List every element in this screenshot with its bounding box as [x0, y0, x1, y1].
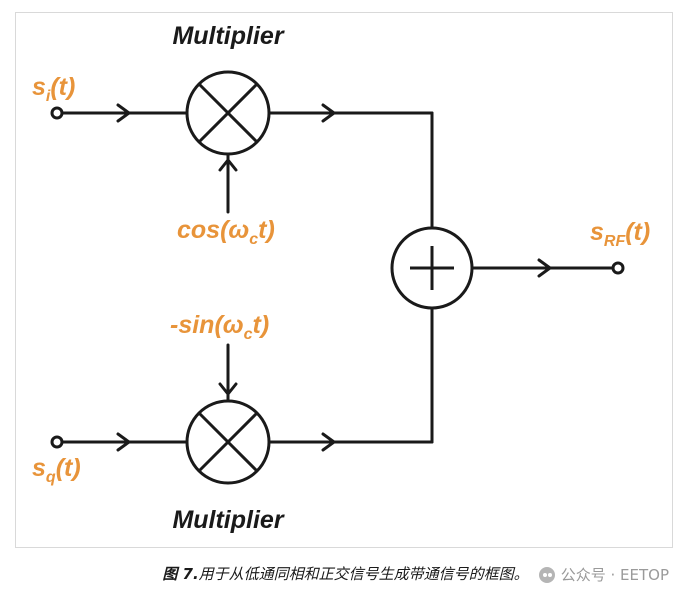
watermark-text: 公众号 · EETOP	[560, 566, 669, 584]
block-diagram: Multiplier Multiplier si(t) sq(t) cos(ωc…	[32, 22, 650, 534]
sq-input-terminal	[50, 435, 64, 449]
arrow-icon	[218, 382, 238, 396]
sin-label: -sin(ωct)	[170, 311, 269, 343]
multiplier-top-label: Multiplier	[172, 22, 284, 50]
watermark: 公众号 · EETOP	[538, 564, 669, 585]
arrow-icon	[537, 258, 552, 278]
sq-label: sq(t)	[32, 454, 81, 486]
top-multiplier	[185, 70, 271, 156]
wechat-icon	[538, 566, 555, 583]
cos-label: cos(ωct)	[177, 216, 275, 248]
srf-output-terminal	[611, 261, 625, 275]
arrow-icon	[116, 103, 131, 123]
arrow-icon	[321, 432, 336, 452]
caption-text: 用于从低通同相和正交信号生成带通信号的框图。	[198, 565, 529, 583]
figure-frame	[15, 12, 673, 548]
figure-number: 图 7.	[162, 565, 199, 583]
si-input-terminal	[50, 106, 64, 120]
arrow-icon	[116, 432, 131, 452]
arrow-icon	[218, 158, 238, 172]
srf-label: sRF(t)	[590, 218, 650, 250]
arrow-icon	[321, 103, 336, 123]
adder	[390, 226, 474, 310]
si-label: si(t)	[32, 73, 75, 105]
bottom-multiplier	[185, 399, 271, 485]
figure-caption: 图 7.用于从低通同相和正交信号生成带通信号的框图。	[0, 563, 691, 584]
multiplier-bottom-label: Multiplier	[172, 506, 284, 534]
